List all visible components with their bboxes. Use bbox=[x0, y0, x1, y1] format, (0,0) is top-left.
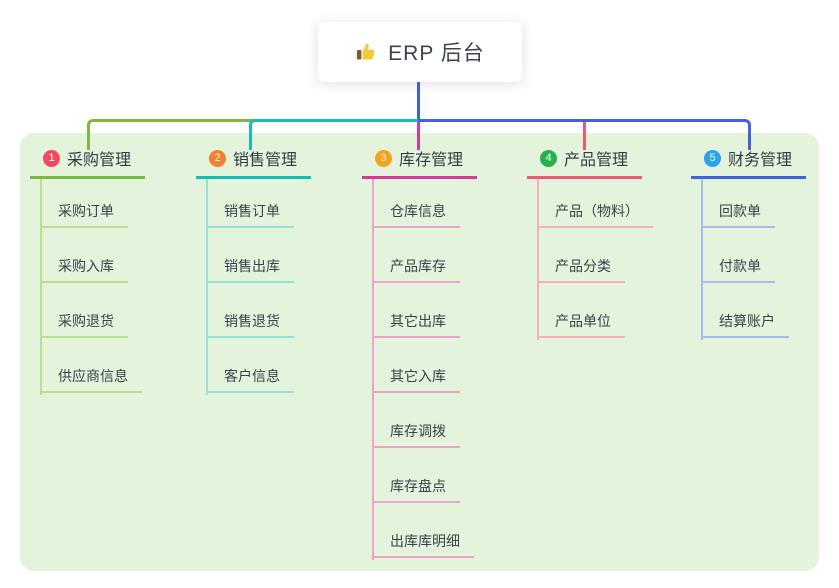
branch-tree-line bbox=[701, 179, 703, 340]
branch-tree-line bbox=[40, 179, 42, 395]
branch-label: 采购管理 bbox=[67, 152, 132, 169]
connector-root-drop bbox=[417, 82, 420, 122]
child-node-stock-count[interactable]: 库存盘点 bbox=[372, 473, 460, 503]
branch-product: 4 产品管理 产品（物料） 产品分类 产品单位 bbox=[527, 146, 653, 340]
connector-branch-inventory bbox=[417, 122, 420, 150]
badge-4: 4 bbox=[540, 149, 557, 167]
branch-tree-line bbox=[372, 179, 374, 560]
branch-finance: 5 财务管理 回款单 付款单 结算账户 bbox=[691, 146, 806, 340]
badge-3: 3 bbox=[375, 149, 392, 167]
child-node-settlement-account[interactable]: 结算账户 bbox=[701, 308, 789, 338]
child-node-sales-outbound[interactable]: 销售出库 bbox=[206, 253, 294, 283]
branch-title-inventory[interactable]: 3 库存管理 bbox=[362, 146, 477, 179]
root-label: ERP 后台 bbox=[388, 42, 485, 65]
child-node-supplier-info[interactable]: 供应商信息 bbox=[40, 363, 142, 393]
branches-panel bbox=[20, 133, 819, 571]
branch-tree-line bbox=[537, 179, 539, 340]
child-node-product-material[interactable]: 产品（物料） bbox=[537, 198, 653, 228]
root-node-erp[interactable]: ERP 后台 bbox=[318, 22, 522, 82]
branch-purchase: 1 采购管理 采购订单 采购入库 采购退货 供应商信息 bbox=[30, 146, 145, 395]
child-node-product-unit[interactable]: 产品单位 bbox=[537, 308, 625, 338]
badge-1: 1 bbox=[43, 149, 60, 167]
child-node-purchase-return[interactable]: 采购退货 bbox=[40, 308, 128, 338]
branch-sales: 2 销售管理 销售订单 销售出库 销售退货 客户信息 bbox=[196, 146, 311, 395]
branch-title-finance[interactable]: 5 财务管理 bbox=[691, 146, 806, 179]
child-node-sales-return[interactable]: 销售退货 bbox=[206, 308, 294, 338]
connector-branch-product bbox=[583, 122, 586, 150]
badge-2: 2 bbox=[209, 149, 226, 167]
branch-label: 财务管理 bbox=[728, 152, 793, 169]
child-node-product-stock[interactable]: 产品库存 bbox=[372, 253, 460, 283]
child-node-outbound-detail[interactable]: 出库库明细 bbox=[372, 528, 474, 558]
branch-label: 库存管理 bbox=[399, 152, 464, 169]
connector-branch-sales bbox=[249, 119, 420, 150]
child-node-stock-transfer[interactable]: 库存调拨 bbox=[372, 418, 460, 448]
thumbs-up-icon bbox=[355, 41, 378, 64]
child-node-other-outbound[interactable]: 其它出库 bbox=[372, 308, 460, 338]
child-node-warehouse-info[interactable]: 仓库信息 bbox=[372, 198, 460, 228]
child-node-purchase-order[interactable]: 采购订单 bbox=[40, 198, 128, 228]
branch-title-product[interactable]: 4 产品管理 bbox=[527, 146, 642, 179]
child-node-receipt-bill[interactable]: 回款单 bbox=[701, 198, 775, 228]
child-node-payment-bill[interactable]: 付款单 bbox=[701, 253, 775, 283]
connector-branch-finance bbox=[418, 119, 751, 150]
branch-inventory: 3 库存管理 仓库信息 产品库存 其它出库 其它入库 库存调拨 库存盘点 出库库… bbox=[362, 146, 477, 560]
child-node-sales-order[interactable]: 销售订单 bbox=[206, 198, 294, 228]
branch-title-purchase[interactable]: 1 采购管理 bbox=[30, 146, 145, 179]
badge-5: 5 bbox=[704, 149, 721, 167]
child-node-customer-info[interactable]: 客户信息 bbox=[206, 363, 294, 393]
branch-label: 产品管理 bbox=[564, 152, 629, 169]
branch-tree-line bbox=[206, 179, 208, 395]
branch-title-sales[interactable]: 2 销售管理 bbox=[196, 146, 311, 179]
child-node-purchase-inbound[interactable]: 采购入库 bbox=[40, 253, 128, 283]
child-node-product-category[interactable]: 产品分类 bbox=[537, 253, 625, 283]
child-node-other-inbound[interactable]: 其它入库 bbox=[372, 363, 460, 393]
branch-label: 销售管理 bbox=[233, 152, 298, 169]
